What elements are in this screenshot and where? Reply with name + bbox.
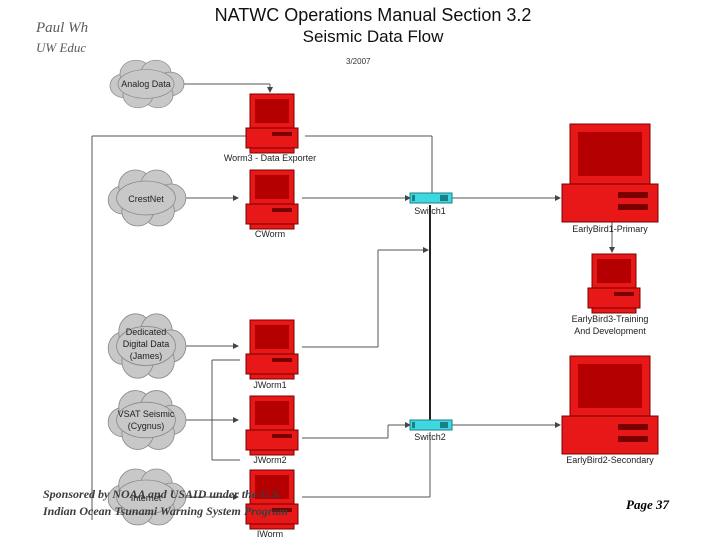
cloud-label: CrestNet [128, 194, 164, 204]
switch2-icon [409, 419, 453, 431]
cloud-label: Dedicated [126, 327, 167, 337]
earlybird2-label: EarlyBird2-Secondary [566, 455, 654, 465]
cloud-crestnet: CrestNet [107, 169, 187, 227]
switch1-label: Switch1 [414, 206, 446, 216]
computer-iworm [245, 469, 299, 530]
switch1-icon [409, 192, 453, 204]
earlybird3-label-line2: And Development [574, 326, 646, 336]
header-org: UW Educ [36, 40, 87, 55]
cloud-analog-data: Analog Data [109, 59, 185, 109]
computer-earlybird3 [587, 253, 641, 314]
computer-worm3 [245, 93, 299, 154]
cloud-label: Digital Data [123, 339, 170, 349]
earlybird1-label: EarlyBird1-Primary [572, 224, 648, 234]
worm3-label: Worm3 - Data Exporter [224, 153, 316, 163]
jworm1-label: JWorm1 [253, 380, 286, 390]
earlybird3-label-line1: EarlyBird3-Training [572, 314, 649, 324]
cloud-label: Internet [131, 493, 162, 503]
cloud-vsat-seismic: VSAT Seismic (Cygnus) [107, 390, 187, 450]
cloud-dedicated-digital-data: Dedicated Digital Data (James) [107, 313, 187, 379]
connector-lines [91, 83, 615, 520]
title-date: 3/2007 [346, 57, 371, 66]
switch2-label: Switch2 [414, 432, 446, 442]
cloud-label: VSAT Seismic [118, 409, 175, 419]
jworm2-label: JWorm2 [253, 455, 286, 465]
page-number: Page 37 [626, 497, 669, 512]
computer-jworm2 [245, 395, 299, 456]
computer-earlybird2 [561, 355, 659, 455]
cloud-label: Analog Data [121, 79, 171, 89]
computer-earlybird1 [561, 123, 659, 223]
computer-cworm [245, 169, 299, 230]
computer-jworm1 [245, 319, 299, 380]
footer-sponsor-line1: Sponsored by NOAA and USAID under the U.… [43, 487, 282, 501]
cworm-label: CWorm [255, 229, 285, 239]
cloud-internet: Internet [107, 468, 187, 526]
footer-sponsor-line2: Indian Ocean Tsunami Warning System Prog… [43, 504, 288, 518]
cloud-label: (James) [130, 351, 163, 361]
cloud-label: (Cygnus) [128, 421, 165, 431]
title-line1: NATWC Operations Manual Section 3.2 [215, 5, 532, 25]
iworm-label: IWorm [257, 529, 283, 539]
title-line2: Seismic Data Flow [303, 27, 444, 46]
header-author: Paul Wh [36, 20, 89, 36]
